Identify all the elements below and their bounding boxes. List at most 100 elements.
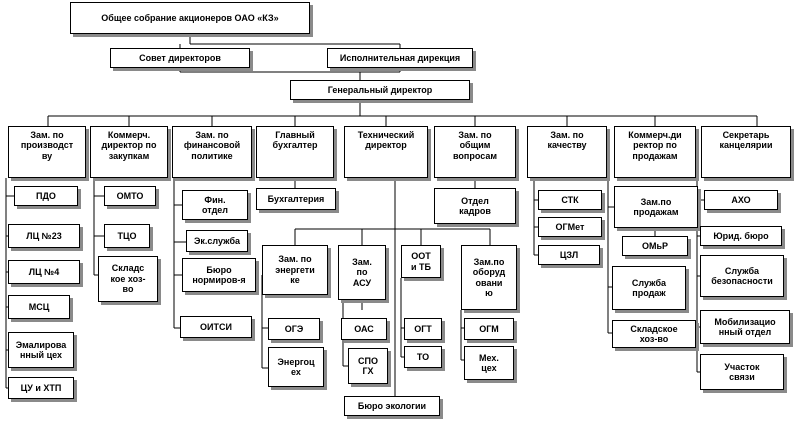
cu-htp-box: ЦУ и ХТП — [8, 377, 74, 399]
executive-directorate-box: Исполнительная дирекция — [327, 48, 473, 68]
technical-director-label: Технический директор — [357, 130, 415, 151]
economic-service-label: Эк.служба — [193, 235, 241, 246]
ecology-bureau-box: Бюро экологии — [344, 396, 440, 416]
mechanical-shop-label: Мех. цех — [479, 352, 499, 373]
communications-section-label: Участок связи — [724, 361, 760, 382]
ogmet-label: ОГМет — [555, 221, 585, 232]
general-director-box: Генеральный директор — [290, 80, 470, 100]
czl-label: ЦЗЛ — [559, 249, 579, 260]
accounting-label: Бухгалтерия — [267, 193, 325, 204]
finance-dept-label: Фин. отдел — [202, 194, 228, 215]
energy-shop-box: Энергоц ех — [268, 347, 324, 387]
omr-label: ОМьР — [641, 240, 669, 251]
warehouse-purchasing-box: Складс кое хоз- во — [98, 256, 158, 302]
tco-label: ТЦО — [117, 230, 137, 241]
pdo-label: ПДО — [36, 190, 56, 201]
msc-label: МСЦ — [28, 301, 50, 312]
enamel-shop-label: Эмалирова нный цех — [15, 339, 67, 360]
deputy-general-affairs-box: Зам. по общим вопросам — [434, 126, 516, 178]
deputy-production-label: Зам. по производст ву — [20, 130, 74, 161]
economic-service-box: Эк.служба — [186, 230, 248, 252]
security-service-box: Служба безопасности — [700, 255, 784, 297]
norms-bureau-label: Бюро нормиров-я — [192, 264, 246, 285]
msc-box: МСЦ — [8, 295, 70, 319]
deputy-energy-box: Зам. по энергети ке — [262, 245, 328, 295]
mobilization-dept-label: Мобилизацио нный отдел — [714, 316, 776, 337]
norms-bureau-box: Бюро нормиров-я — [182, 258, 256, 292]
commercial-director-purchasing-label: Коммерч. директор по закупкам — [101, 130, 157, 161]
ogt-label: ОГТ — [414, 323, 432, 334]
commercial-director-purchasing-box: Коммерч. директор по закупкам — [90, 126, 168, 178]
technical-director-box: Технический директор — [344, 126, 428, 178]
oas-box: ОАС — [341, 318, 387, 340]
oge-label: ОГЭ — [284, 323, 304, 334]
chief-accountant-label: Главный бухгалтер — [272, 130, 318, 151]
security-service-label: Служба безопасности — [711, 265, 773, 286]
hr-dept-label: Отдел кадров — [459, 195, 491, 216]
aho-label: АХО — [731, 194, 751, 205]
lc4-label: ЛЦ №4 — [28, 266, 60, 277]
board-of-directors-box: Совет директоров — [110, 48, 250, 68]
ogt-box: ОГТ — [404, 318, 442, 340]
mobilization-dept-box: Мобилизацио нный отдел — [700, 310, 790, 344]
oge-box: ОГЭ — [268, 318, 320, 340]
hr-dept-box: Отдел кадров — [434, 188, 516, 224]
cu-htp-label: ЦУ и ХТП — [20, 382, 62, 393]
lc23-label: ЛЦ №23 — [26, 230, 62, 241]
stk-label: СТК — [561, 194, 579, 205]
chief-accountant-box: Главный бухгалтер — [256, 126, 334, 178]
to-box: ТО — [404, 346, 442, 368]
omr-box: ОМьР — [622, 236, 688, 256]
deputy-sales-label: Зам.по продажам — [633, 196, 679, 217]
sales-service-label: Служба продаж — [631, 277, 667, 298]
deputy-sales-box: Зам.по продажам — [614, 186, 698, 228]
commercial-director-sales-label: Коммерч.ди ректор по продажам — [628, 130, 682, 161]
commercial-director-sales-box: Коммерч.ди ректор по продажам — [614, 126, 696, 178]
oas-label: ОАС — [354, 323, 374, 334]
deputy-asu-label: Зам. по АСУ — [352, 256, 372, 288]
deputy-asu-box: Зам. по АСУ — [338, 245, 386, 300]
spo-gh-label: СПО ГХ — [358, 355, 378, 376]
oot-tb-label: ООТ и ТБ — [411, 251, 431, 272]
legal-bureau-label: Юрид. бюро — [713, 230, 769, 241]
deputy-quality-label: Зам. по качеству — [547, 130, 587, 151]
oitsi-box: ОИТСИ — [180, 316, 252, 338]
omto-box: ОМТО — [104, 186, 156, 206]
tco-box: ТЦО — [104, 224, 150, 248]
legal-bureau-box: Юрид. бюро — [700, 226, 782, 246]
warehouse-purchasing-label: Складс кое хоз- во — [110, 263, 146, 295]
oot-tb-box: ООТ и ТБ — [401, 245, 441, 278]
ecology-bureau-label: Бюро экологии — [357, 400, 427, 411]
shareholders-meeting-label: Общее собрание акционеров ОАО «КЗ» — [101, 12, 279, 23]
board-of-directors-label: Совет директоров — [139, 52, 221, 63]
deputy-energy-label: Зам. по энергети ке — [275, 254, 315, 286]
deputy-equipment-box: Зам.по оборуд овани ю — [461, 245, 517, 310]
accounting-box: Бухгалтерия — [256, 188, 336, 210]
finance-dept-box: Фин. отдел — [182, 190, 248, 220]
deputy-equipment-label: Зам.по оборуд овани ю — [472, 256, 506, 298]
mechanical-shop-box: Мех. цех — [464, 346, 514, 380]
spo-gh-box: СПО ГХ — [348, 348, 388, 384]
secretary-office-label: Секретарь канцелярии — [719, 130, 773, 151]
pdo-box: ПДО — [14, 186, 78, 206]
deputy-production-box: Зам. по производст ву — [8, 126, 86, 178]
executive-directorate-label: Исполнительная дирекция — [339, 52, 461, 63]
general-director-label: Генеральный директор — [327, 84, 433, 95]
warehouse-sales-label: Складское хоз-во — [630, 323, 678, 344]
omto-label: ОМТО — [116, 190, 144, 201]
aho-box: АХО — [704, 190, 778, 210]
sales-service-box: Служба продаж — [612, 266, 686, 310]
enamel-shop-box: Эмалирова нный цех — [8, 332, 74, 368]
deputy-quality-box: Зам. по качеству — [527, 126, 607, 178]
ogmet-box: ОГМет — [538, 217, 602, 237]
deputy-general-affairs-label: Зам. по общим вопросам — [452, 130, 497, 161]
ogm-box: ОГМ — [464, 318, 514, 340]
ogm-label: ОГМ — [479, 323, 499, 334]
deputy-finance-label: Зам. по финансовой политике — [183, 130, 241, 161]
lc4-box: ЛЦ №4 — [8, 260, 80, 284]
czl-box: ЦЗЛ — [538, 245, 600, 265]
communications-section-box: Участок связи — [700, 354, 784, 390]
oitsi-label: ОИТСИ — [200, 321, 232, 332]
shareholders-meeting-box: Общее собрание акционеров ОАО «КЗ» — [70, 2, 310, 34]
